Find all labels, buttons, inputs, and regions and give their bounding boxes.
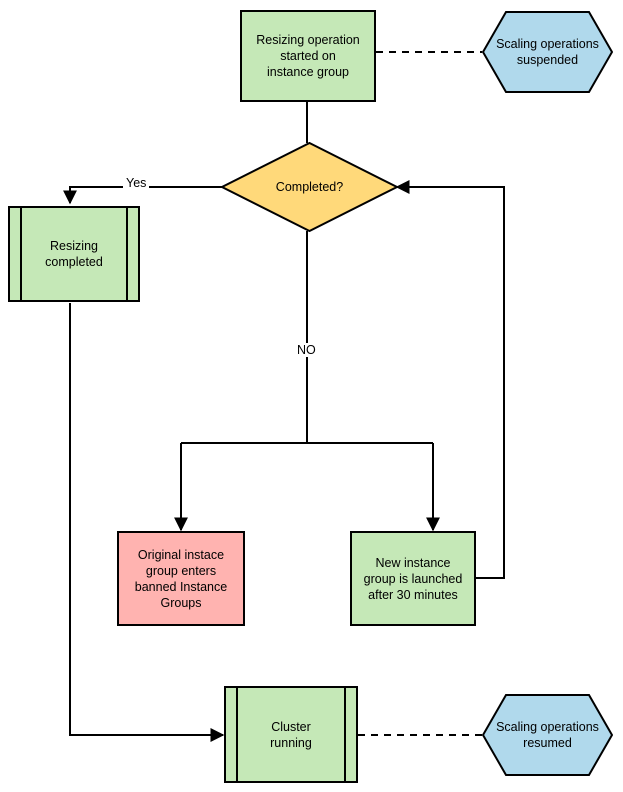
edge-yes-to-resizing-completed: [63, 186, 222, 205]
node-scaling-resumed-label: Scaling operations resumed: [496, 720, 599, 750]
edge-label-no: NO: [294, 343, 319, 357]
edge-resizing-completed-to-cluster-running: [69, 303, 225, 742]
node-new-instance-group[interactable]: New instance group is launched after 30 …: [350, 531, 476, 626]
hexagon-shape-resumed: [482, 694, 613, 776]
node-original-banned-label: Original instace group enters banned Ins…: [134, 547, 228, 610]
subroutine-bar-right: [344, 688, 346, 781]
node-cluster-running[interactable]: Cluster running: [224, 686, 358, 783]
node-new-instance-group-label: New instance group is launched after 30 …: [363, 555, 463, 602]
node-resizing-completed-label: Resizing completed: [45, 239, 103, 269]
node-original-banned[interactable]: Original instace group enters banned Ins…: [117, 531, 245, 626]
subroutine-bar-right: [126, 208, 128, 300]
node-completed-decision-label: Completed?: [275, 180, 344, 194]
node-scaling-suspended-label: Scaling operations suspended: [496, 37, 599, 67]
node-completed-decision[interactable]: Completed?: [221, 142, 398, 232]
node-resizing-started[interactable]: Resizing operation started on instance g…: [240, 10, 376, 102]
node-resizing-started-label: Resizing operation started on instance g…: [256, 33, 360, 79]
subroutine-bar-left: [236, 688, 238, 781]
node-scaling-resumed[interactable]: Scaling operations resumed: [482, 694, 613, 776]
hexagon-shape-suspended: [482, 11, 613, 93]
node-scaling-suspended[interactable]: Scaling operations suspended: [482, 11, 613, 93]
diamond-shape-completed: [221, 142, 398, 232]
edge-label-yes: Yes: [123, 176, 150, 190]
subroutine-bar-left: [20, 208, 22, 300]
edge-retry-to-decision: [395, 180, 505, 579]
node-cluster-running-label: Cluster running: [270, 719, 312, 750]
node-resizing-completed[interactable]: Resizing completed: [8, 206, 140, 302]
